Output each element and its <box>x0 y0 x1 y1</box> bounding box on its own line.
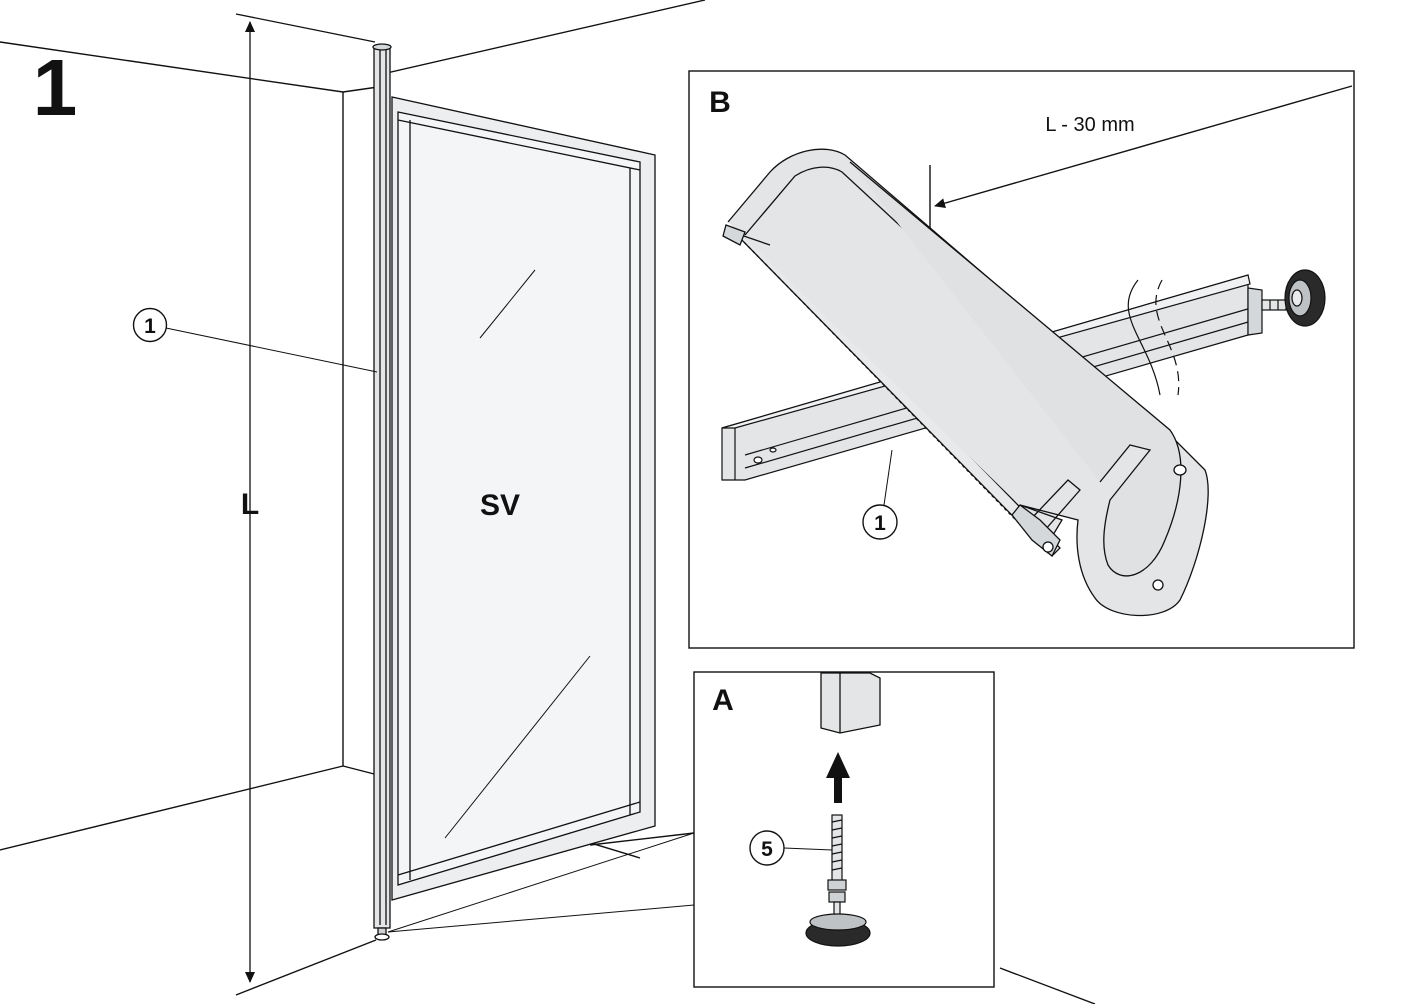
dimension-label-L: L <box>241 488 259 521</box>
vertical-wall-profile <box>372 43 392 941</box>
adjustable-foot <box>805 814 871 947</box>
callout-profile-main: 1 <box>132 307 378 373</box>
cut-dimension-label: L - 30 mm <box>1045 114 1134 136</box>
break-marks <box>1127 279 1180 396</box>
detail-a-label: A <box>712 684 734 717</box>
glass-panel-sv <box>391 96 656 901</box>
callout-profile-detail: 1 <box>862 449 898 540</box>
detail-b-label: B <box>709 86 731 119</box>
step-number: 1 <box>33 43 78 132</box>
panel-label-sv: SV <box>480 489 520 522</box>
hacksaw <box>722 148 1209 617</box>
profile-end <box>820 672 881 734</box>
callout-profile-detail-number: 1 <box>874 512 886 535</box>
dimension-line-L <box>235 13 376 983</box>
detail-a-leader-lines <box>387 832 695 933</box>
callout-foot: 5 <box>749 830 833 866</box>
callout-foot-number: 5 <box>761 838 773 861</box>
callout-profile-main-number: 1 <box>144 315 156 338</box>
channel-end-foot <box>1261 269 1326 327</box>
insert-arrow <box>826 752 850 803</box>
